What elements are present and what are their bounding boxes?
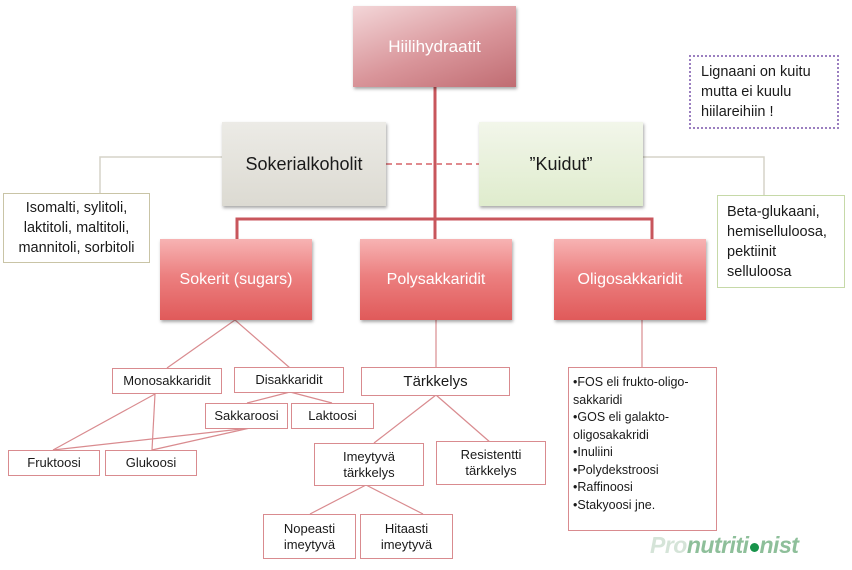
oligo-item: Stakyoosi jne.: [573, 497, 712, 515]
sugar-alcohols-label: Sokerialkoholit: [245, 153, 363, 174]
lignan-note: Lignaani on kuitu mutta ei kuulu hiilare…: [689, 55, 839, 129]
sugar-alcohol-examples-text: Isomalti, sylitoli, laktitoli, maltitoli…: [18, 200, 135, 256]
oligosaccharides-label: Oligosakkaridit: [577, 270, 683, 288]
sugar-alcohols-node: Sokerialkoholit: [222, 122, 386, 206]
oligo-item: Raffinoosi: [573, 479, 712, 497]
slow-absorbing-label: Hitaasti imeytyvä: [380, 520, 433, 552]
lignan-note-text: Lignaani on kuitu mutta ei kuulu hiilare…: [701, 64, 811, 120]
logo-leaf-icon: [749, 543, 759, 552]
pronutritionist-logo: Pronutriti nist: [650, 532, 799, 559]
root-label: Hiilihydraatit: [388, 36, 481, 56]
digestible-to-fast: [309, 484, 367, 515]
resistant-starch-node: Resistentti tärkkelys: [436, 441, 546, 485]
oligosaccharide-list: FOS eli frukto-oligo-sakkaridi GOS eli g…: [568, 367, 717, 531]
slow-absorbing-node: Hitaasti imeytyvä: [360, 514, 453, 559]
mono-to-fructose: [52, 393, 156, 451]
polysaccharides-label: Polysakkaridit: [386, 270, 486, 288]
sucrose-label: Sakkaroosi: [214, 408, 279, 423]
digestible-to-slow: [365, 484, 424, 515]
sugars-node: Sokerit (sugars): [160, 239, 312, 320]
fast-absorbing-label: Nopeasti imeytyvä: [283, 520, 336, 552]
mono-to-glucose: [151, 393, 156, 451]
sucrose-to-fructose: [52, 427, 251, 451]
fibres-label: ”Kuidut”: [529, 153, 593, 174]
main-branch-line: [235, 217, 654, 239]
starch-label: Tärkkelys: [403, 372, 468, 390]
oligo-item: FOS eli frukto-oligo-sakkaridi: [573, 374, 712, 409]
logo-part1: nutriti: [686, 532, 749, 558]
di-to-lactose: [289, 391, 333, 404]
fibres-node: ”Kuidut”: [479, 122, 643, 206]
sucrose-to-glucose: [151, 427, 251, 451]
fructose-node: Fruktoosi: [8, 450, 100, 476]
glucose-label: Glukoosi: [125, 455, 177, 470]
lactose-node: Laktoosi: [291, 403, 374, 429]
sugar-alcohol-connector: [99, 156, 222, 193]
di-to-sucrose: [246, 391, 291, 404]
disaccharides-node: Disakkaridit: [234, 367, 344, 393]
oligo-item: GOS eli galakto-oligosakakridi: [573, 409, 712, 444]
fast-absorbing-node: Nopeasti imeytyvä: [263, 514, 356, 559]
logo-prefix: Pro: [650, 532, 687, 558]
sugars-label: Sokerit (sugars): [179, 270, 293, 288]
fructose-label: Fruktoosi: [27, 455, 81, 470]
digestible-starch-label: Imeytyvä tärkkelys: [342, 448, 395, 480]
logo-part2: nist: [759, 532, 799, 558]
oligosaccharides-node: Oligosakkaridit: [554, 239, 706, 320]
disaccharides-label: Disakkaridit: [255, 372, 323, 387]
fibre-connector: [643, 156, 765, 195]
monosaccharides-label: Monosakkaridit: [123, 373, 211, 388]
polysaccharides-node: Polysakkaridit: [360, 239, 512, 320]
root-node-carbohydrates: Hiilihydraatit: [353, 6, 516, 87]
sugars-to-di: [234, 319, 291, 369]
starch-to-resistant: [435, 394, 492, 444]
sugar-alcohol-examples: Isomalti, sylitoli, laktitoli, maltitoli…: [3, 193, 150, 263]
oligo-item: Inuliini: [573, 444, 712, 462]
sucrose-node: Sakkaroosi: [205, 403, 288, 429]
lactose-label: Laktoosi: [308, 408, 357, 423]
resistant-starch-label: Resistentti tärkkelys: [460, 447, 522, 478]
digestible-starch-node: Imeytyvä tärkkelys: [314, 443, 424, 486]
oligo-item: Polydekstroosi: [573, 462, 712, 480]
starch-to-digestible: [373, 394, 437, 444]
sugars-to-mono: [166, 319, 236, 369]
monosaccharides-node: Monosakkaridit: [112, 368, 222, 394]
starch-node: Tärkkelys: [361, 367, 510, 396]
fibre-examples-text: Beta-glukaani, hemiselluloosa, pektiinit…: [727, 203, 827, 280]
glucose-node: Glukoosi: [105, 450, 197, 476]
fibre-examples: Beta-glukaani, hemiselluloosa, pektiinit…: [717, 195, 845, 288]
